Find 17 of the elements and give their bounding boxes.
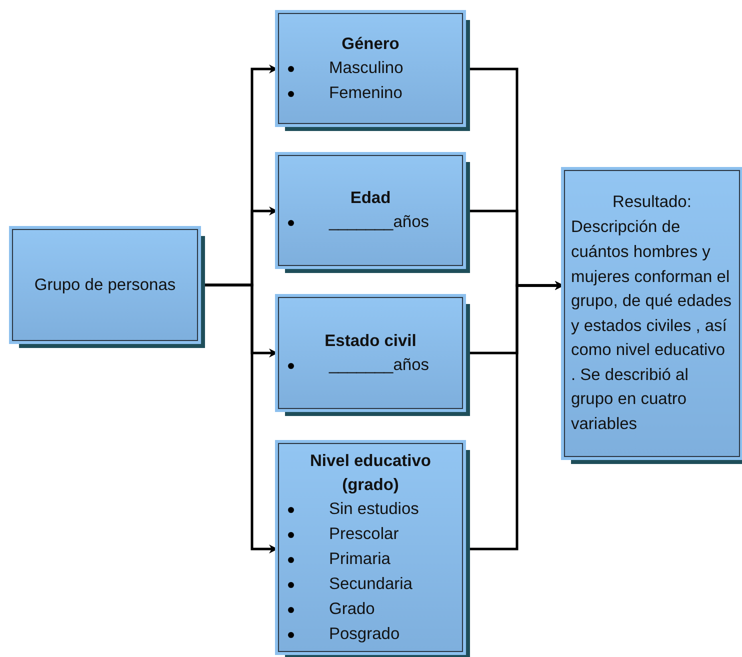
- box-label: Grupo de personas: [34, 276, 176, 294]
- list-item: _______años: [329, 213, 430, 231]
- box-heading: Edad: [349, 188, 392, 209]
- list-item: Primaria: [329, 550, 390, 568]
- list-item: Femenino: [329, 84, 402, 102]
- result-heading: Resultado:: [612, 192, 692, 214]
- list-item: Sin estudios: [329, 500, 419, 518]
- list-item: Prescolar: [329, 524, 399, 542]
- box-heading: Género: [340, 34, 400, 54]
- box-heading: Estado civil: [324, 330, 418, 352]
- list-item: Grado: [329, 600, 375, 618]
- list-item: Masculino: [329, 58, 404, 76]
- result-description: Descripción de cuántos hombres y mujeres conforman el grupo, de qué edades y estados civiles , así como nivel educativo . Se describió al grupo en cuatro variables: [571, 217, 733, 436]
- list-item: Secundaria: [329, 574, 412, 592]
- box-heading: Nivel educativo (grado): [308, 450, 432, 496]
- list-item: _______años: [329, 356, 430, 374]
- list-item: Posgrado: [329, 624, 400, 642]
